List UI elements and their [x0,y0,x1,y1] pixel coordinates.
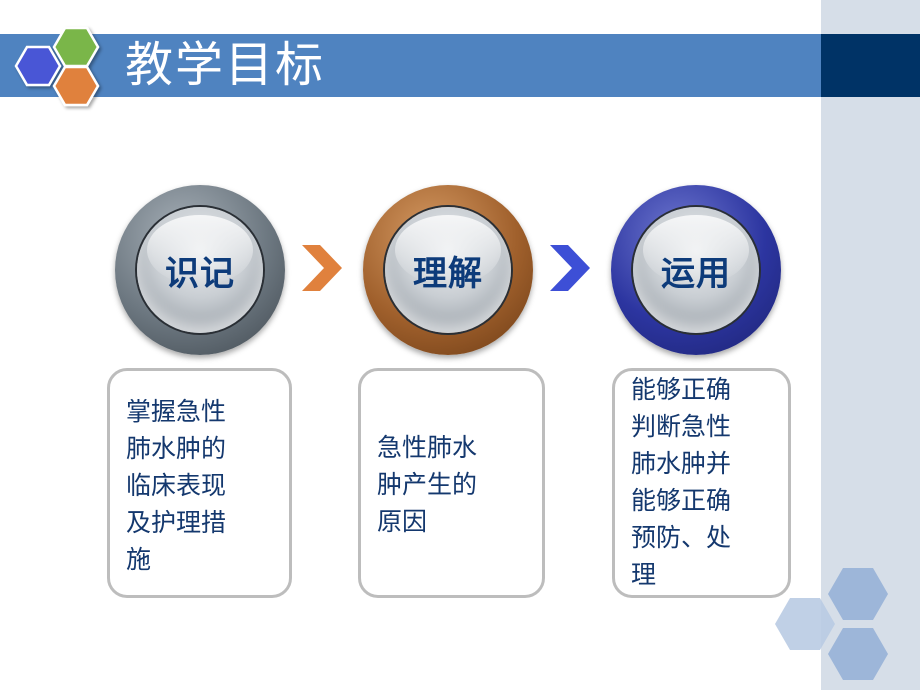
page-title: 教学目标 [125,37,326,93]
hexagon-logo-icon [14,26,100,107]
step-understand: 理解 [363,185,533,355]
step-recall: 识记 [115,185,285,355]
step-label: 运用 [661,253,731,294]
chevron-right-icon [550,245,590,291]
card-text: 能够正确 判断急性 肺水肿并 能够正确 预防、处 理 [631,375,732,589]
card-text: 掌握急性 肺水肿的 临床表现 及护理措 施 [126,397,227,574]
card-apply: 能够正确 判断急性 肺水肿并 能够正确 预防、处 理 [612,368,791,598]
decorative-hexagons-icon [775,568,888,680]
step-apply: 运用 [611,185,781,355]
card-understand: 急性肺水 肿产生的 原因 [358,368,545,598]
step-label: 理解 [413,253,483,294]
title-bar-accent [821,34,920,97]
chevron-right-icon [302,245,342,291]
card-recall: 掌握急性 肺水肿的 临床表现 及护理措 施 [107,368,292,598]
title-bar [0,34,821,97]
step-label: 识记 [165,253,235,294]
card-text: 急性肺水 肿产生的 原因 [377,433,478,536]
